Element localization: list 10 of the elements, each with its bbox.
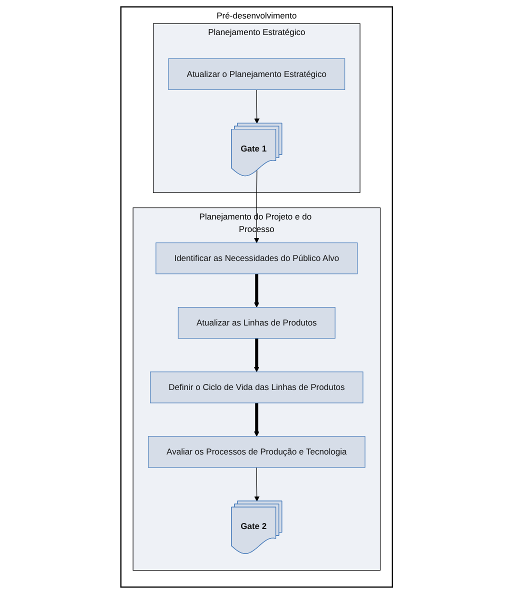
arrow [254, 89, 260, 124]
node-box: Identificar as Necessidades do Público Alvo [156, 242, 358, 274]
arrow [254, 402, 260, 437]
node-box: Atualizar o Planejamento Estratégico [168, 58, 346, 90]
arrow [254, 467, 260, 502]
arrow [254, 274, 260, 308]
node-box: Atualizar as Linhas de Produtos [178, 307, 336, 339]
node-box: Avaliar os Processos de Produção e Tecnologia [148, 436, 366, 468]
node-box: Definir o Ciclo de Vida das Linhas de Produtos [150, 372, 364, 404]
arrow [254, 338, 260, 372]
